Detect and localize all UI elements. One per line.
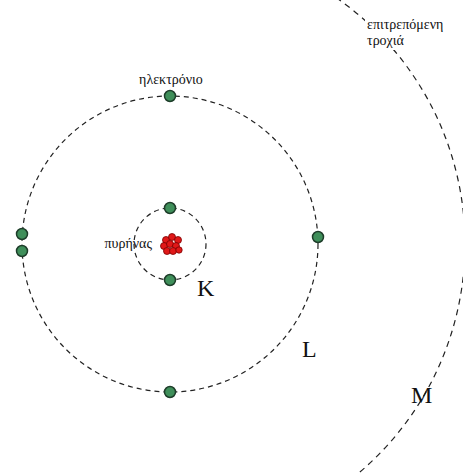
nucleus-label: πυρήνας: [104, 236, 152, 252]
shell-letter: K: [197, 275, 214, 303]
orbit-l: [22, 96, 318, 392]
orbit-label: επιτρεπόμενη τροχιά: [365, 16, 459, 50]
electrons: [17, 91, 324, 398]
shell-letter: L: [302, 336, 317, 364]
shell-letter: M: [411, 382, 432, 410]
electron-label: ηλεκτρόνιο: [139, 72, 203, 88]
nucleus: [161, 234, 183, 255]
